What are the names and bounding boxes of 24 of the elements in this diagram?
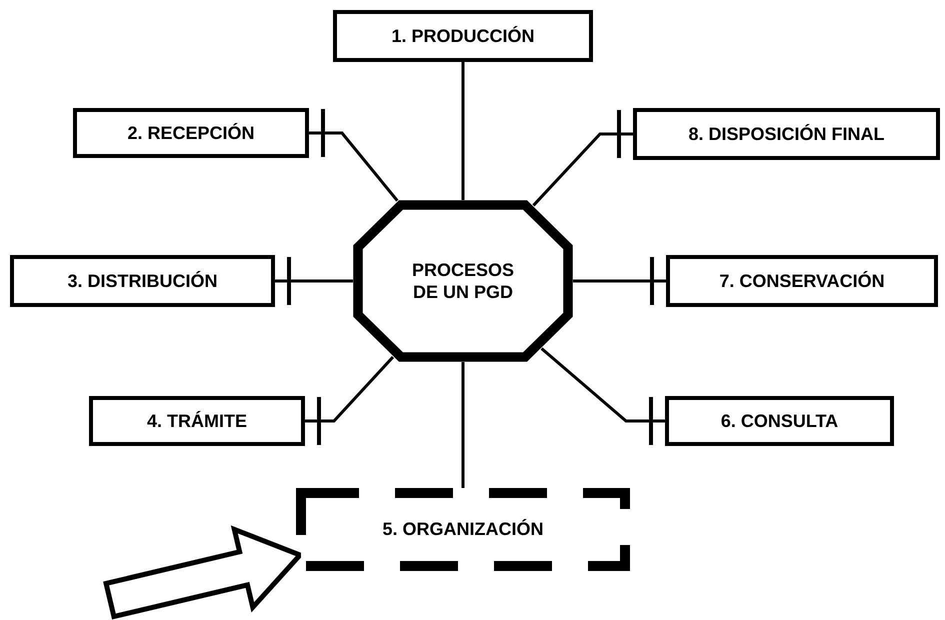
node-label: 6. CONSULTA xyxy=(720,410,838,432)
connector-line xyxy=(275,255,353,307)
process-box xyxy=(10,255,275,307)
connector-line xyxy=(309,107,398,202)
connector-line xyxy=(573,255,666,307)
node-label: 4. TRÁMITE xyxy=(146,410,247,432)
process-box xyxy=(89,396,305,446)
connector-line xyxy=(540,347,665,447)
connector-line xyxy=(305,356,394,447)
process-box xyxy=(666,255,938,307)
node-label: 5. ORGANIZACIÓN xyxy=(382,518,544,541)
node-label: 3. DISTRIBUCIÓN xyxy=(67,270,218,292)
node-label: 1. PRODUCCIÓN xyxy=(391,24,534,48)
process-box xyxy=(333,10,593,62)
node-label: 8. DISPOSICIÓN FINAL xyxy=(688,122,885,146)
node-label: 2. RECEPCIÓN xyxy=(127,122,255,144)
connector-line xyxy=(462,62,464,200)
node-label: PROCESOS DE UN PGD xyxy=(410,258,516,304)
connector-line xyxy=(462,362,464,488)
process-box xyxy=(73,108,309,158)
connector-line xyxy=(532,108,633,206)
process-box xyxy=(633,108,940,160)
node-label: 7. CONSERVACIÓN xyxy=(719,270,885,292)
process-box xyxy=(665,396,894,446)
